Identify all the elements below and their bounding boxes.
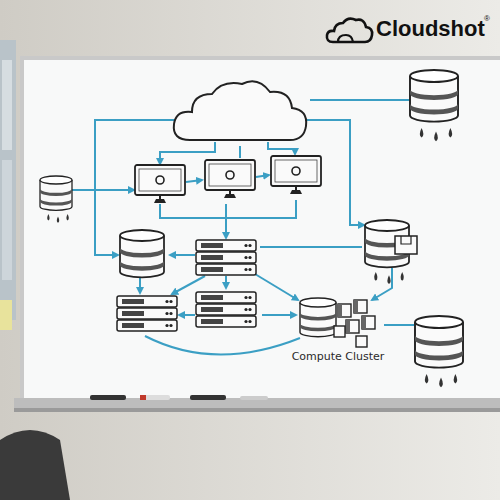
node-label: Compute Cluster (292, 350, 385, 363)
registered-mark: ® (484, 14, 490, 23)
cluster-node: Compute Cluster (282, 346, 394, 366)
brand-logo-text: Cloudshot (376, 16, 485, 42)
